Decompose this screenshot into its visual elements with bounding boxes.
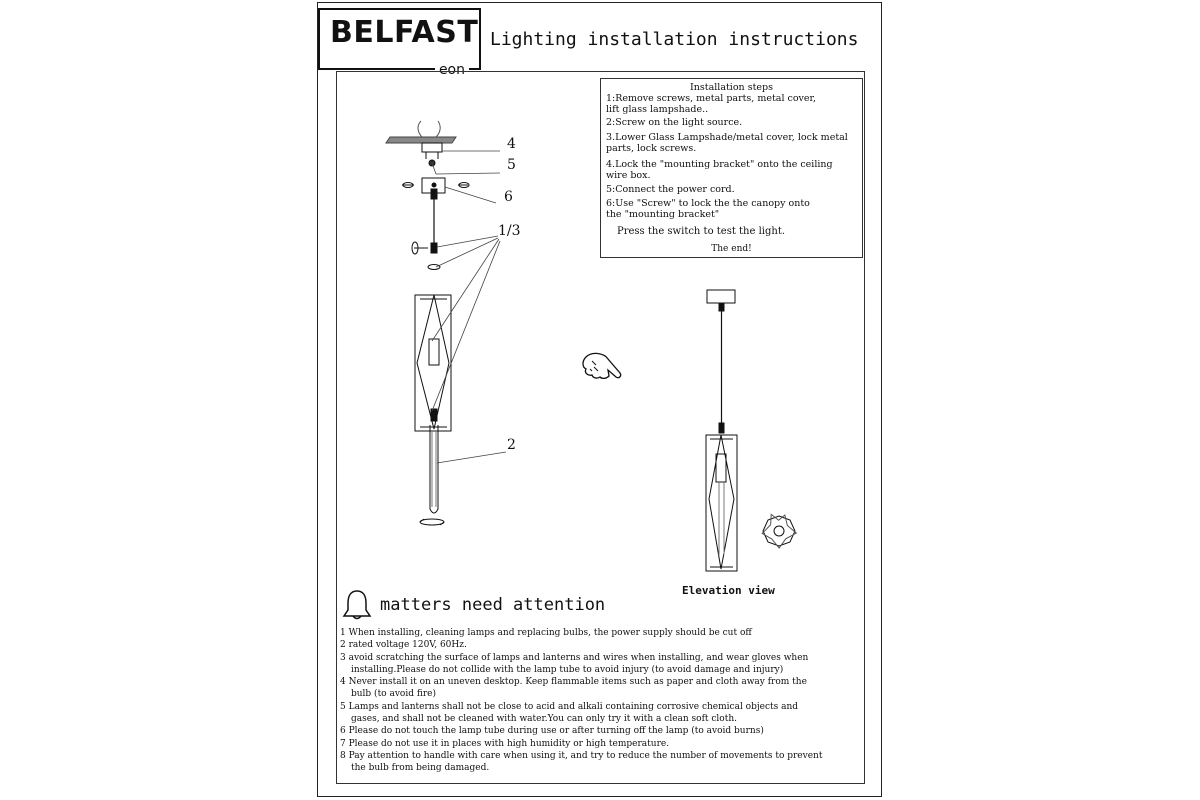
- bulb-exploded: [429, 425, 439, 514]
- step-3: 3.Lower Glass Lampshade/metal cover, loc…: [606, 132, 848, 154]
- callout-4: 4: [507, 136, 516, 152]
- brand-logo: BELFAST eon: [318, 8, 481, 77]
- content-frame: [336, 71, 865, 784]
- callout-6: 6: [504, 189, 513, 205]
- step-6: 6:Use "Screw" to lock the the canopy ont…: [606, 198, 810, 220]
- step-5: 5:Connect the power cord.: [606, 184, 735, 195]
- elevation-caption: Elevation view: [682, 584, 775, 597]
- mounting-bracket: [421, 142, 443, 167]
- note-3: 3 avoid scratching the surface of lamps …: [340, 652, 809, 675]
- elevation-lamp: [705, 289, 738, 572]
- note-5: 5 Lamps and lanterns shall not be close …: [340, 701, 799, 725]
- installation-steps: Installation steps 1:Remove screws, meta…: [600, 78, 863, 258]
- attention-notes: 1 When installing, cleaning lamps and re…: [340, 627, 862, 775]
- note-2: 2 rated voltage 120V, 60Hz.: [340, 640, 467, 651]
- leader-lines: [431, 150, 507, 464]
- pointing-hand-icon: [582, 352, 622, 380]
- ceiling-plate: [385, 120, 457, 144]
- note-8: 8 Pay attention to handle with care when…: [340, 750, 823, 774]
- callout-2: 2: [507, 437, 516, 453]
- callout-5: 5: [507, 157, 516, 173]
- installation-diagram: [385, 120, 798, 572]
- bell-icon: [342, 590, 372, 620]
- note-6: 6 Please do not touch the lamp tube duri…: [340, 726, 764, 737]
- brand-name: BELFAST: [330, 15, 479, 50]
- steps-heading: Installation steps: [690, 82, 773, 93]
- note-7: 7 Please do not use it in places with hi…: [340, 738, 670, 749]
- attention-title: matters need attention: [380, 595, 606, 615]
- top-view: [761, 513, 798, 549]
- brand-sub: eon: [434, 63, 469, 77]
- step-1: 1:Remove screws, metal parts, metal cove…: [606, 93, 817, 115]
- step-2: 2:Screw on the light source.: [606, 117, 743, 128]
- glass-shade-exploded: [414, 294, 452, 432]
- callout-1-3: 1/3: [498, 223, 521, 239]
- step-4: 4.Lock the "mounting bracket" onto the c…: [606, 159, 833, 181]
- note-4: 4 Never install it on an uneven desktop.…: [340, 677, 807, 700]
- note-1: 1 When installing, cleaning lamps and re…: [340, 628, 752, 638]
- steps-end: The end!: [711, 244, 752, 254]
- steps-final: Press the switch to test the light.: [617, 226, 786, 237]
- document-title: Lighting installation instructions: [490, 29, 859, 50]
